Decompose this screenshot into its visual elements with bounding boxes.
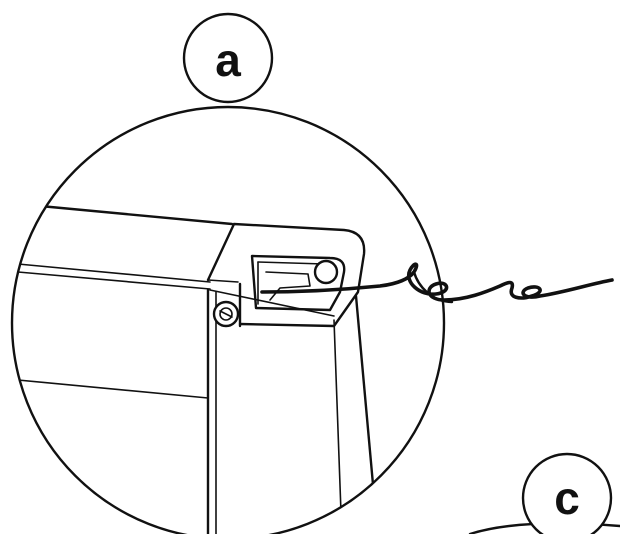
wire-icon: [260, 262, 614, 304]
callout-c-label: c: [554, 472, 580, 524]
callout-a: a: [182, 12, 274, 104]
callout-c: c: [468, 452, 620, 534]
magnified-detail: [17, 204, 380, 534]
frame-rails: [17, 204, 234, 399]
magnifier-circle: [10, 105, 446, 534]
corner-bracket: [206, 222, 366, 328]
callout-a-label: a: [215, 34, 241, 86]
frame-post: [206, 288, 380, 534]
screw-icon: [212, 300, 240, 328]
